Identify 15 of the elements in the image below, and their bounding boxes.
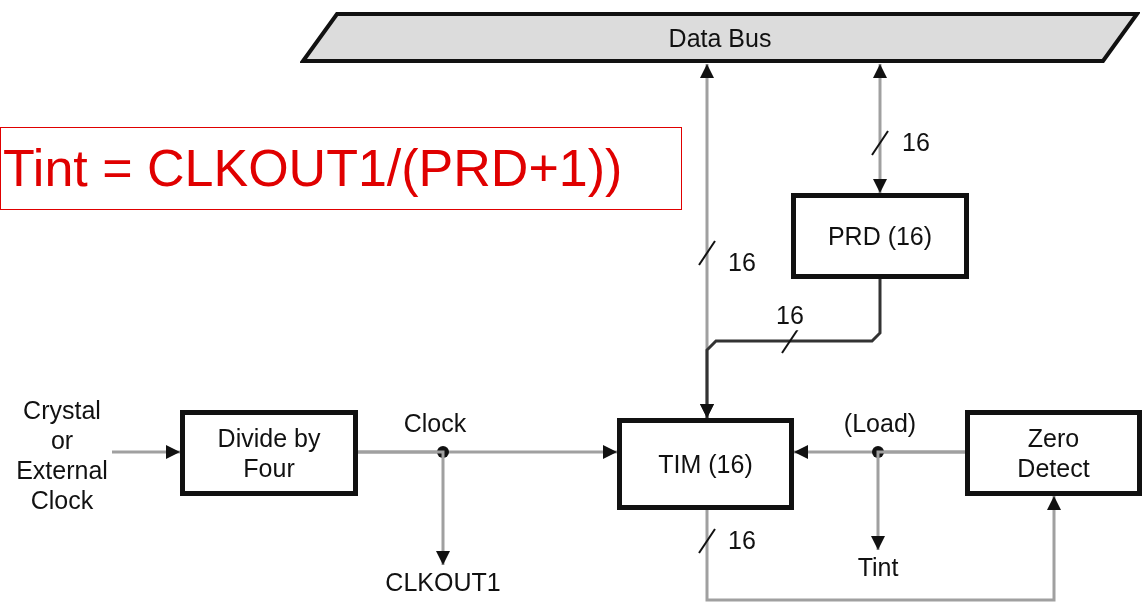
divider-block: Divide by Four — [180, 410, 358, 496]
arrow — [873, 64, 887, 193]
arrow — [871, 450, 965, 550]
arrow — [700, 279, 882, 418]
timer-register: TIM (16) — [617, 418, 794, 510]
formula-box: Tint = CLKOUT1/(PRD+1)) — [0, 127, 682, 210]
zero-detect-block: Zero Detect — [965, 410, 1142, 496]
data-bus: Data Bus — [300, 12, 1140, 64]
output-label: CLKOUT1 — [375, 565, 511, 599]
arrow — [705, 496, 1061, 602]
period-register: PRD (16) — [791, 193, 969, 279]
arrow — [358, 450, 450, 565]
input-label: Crystal or External Clock — [12, 390, 112, 520]
output-label: Tint — [848, 550, 908, 584]
arrow — [112, 445, 180, 459]
